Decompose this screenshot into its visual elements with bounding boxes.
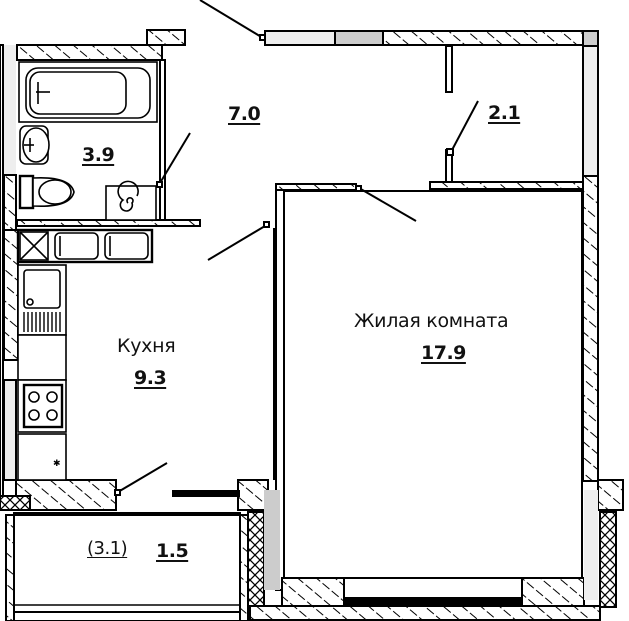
refrigerator-icon: ✱ [17,433,67,481]
washbasin-icon [19,125,50,165]
balcony-area: 1.5 [156,540,189,562]
walls [0,29,624,621]
bathtub-icon [18,61,158,123]
balcony-full-area: (3.1) [87,538,128,559]
fixtures: ✱ [16,61,158,481]
living-room-door-icon[interactable] [358,187,417,222]
toilet-icon [18,174,75,210]
bathroom-door-icon[interactable] [159,132,191,184]
svg-text:✱: ✱ [53,459,61,469]
washing-machine-icon [105,180,157,221]
stove-icon [17,379,67,433]
living-room-name: Жилая комната [354,310,509,332]
storage-door-icon[interactable] [451,100,479,151]
kitchen-name: Кухня [117,335,176,357]
hallway-area: 7.0 [228,103,261,125]
kitchen-sink-icon [17,264,67,336]
kitchen-area: 9.3 [134,367,167,389]
balcony-door-icon[interactable] [117,462,168,493]
entrance-door-icon[interactable] [199,0,264,39]
kitchen-counter [17,334,67,381]
doors[interactable] [114,0,479,497]
storage-area: 2.1 [488,102,521,124]
living-room-outline [283,190,583,579]
kitchen-door-icon[interactable] [207,225,266,261]
bathroom-area: 3.9 [82,144,115,166]
living-room-area: 17.9 [421,342,466,364]
kitchen-cabinets-icon [16,228,154,264]
